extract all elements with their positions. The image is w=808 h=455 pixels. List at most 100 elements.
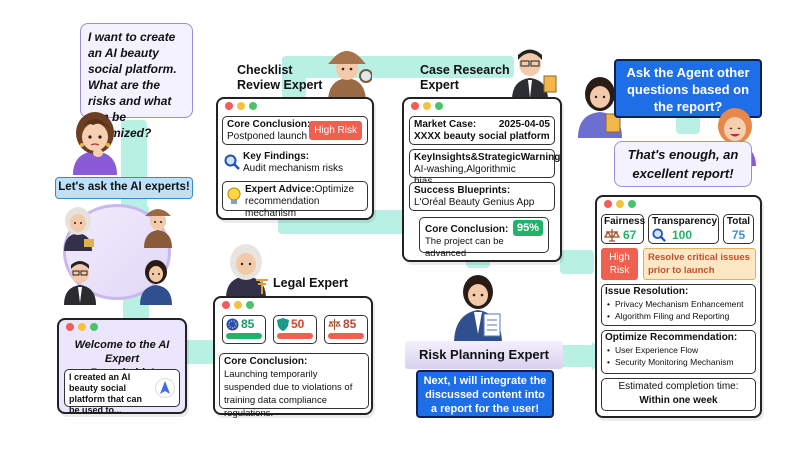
total-card: Total 75: [723, 214, 754, 244]
optimize-list: User Experience Flow Security Monitoring…: [605, 344, 752, 368]
window-controls: [597, 197, 760, 211]
optimize-box: Optimize Recommendation: User Experience…: [601, 330, 756, 374]
risk-planner-avatar: [454, 275, 502, 344]
detective-expert-avatar: [144, 209, 172, 248]
optimize-item: User Experience Flow: [605, 344, 752, 356]
high-risk-badge: High Risk: [309, 121, 362, 140]
issue-item: Algorithm Filing and Reporting: [605, 310, 752, 322]
issue-title: Issue Resolution:: [605, 286, 689, 297]
checklist-window: Core Conclusion: Postponed launch High R…: [216, 97, 374, 220]
score-bar-red: [328, 333, 364, 339]
window-controls: [215, 298, 371, 312]
window-controls: [404, 99, 560, 113]
eu-flag-icon: [226, 318, 239, 330]
woman-reading-avatar: [578, 77, 622, 138]
roundtable-message-box[interactable]: I created an AI beauty social platform t…: [64, 369, 180, 415]
score-bar-green: [226, 333, 262, 339]
checklist-advice-box: Expert Advice:Optimize recommendation me…: [222, 181, 368, 219]
legal-expert-title: Legal Expert: [273, 276, 349, 290]
window-controls: [59, 320, 185, 334]
case-insight-box: KeyInsights&StrategicWarning AI-washing,…: [409, 149, 561, 187]
researcher-avatar: [512, 49, 557, 100]
ask-agent-button[interactable]: Ask the Agent other questions based on t…: [614, 59, 762, 118]
transparency-card: Transparency 100: [648, 214, 719, 244]
transparency-label: Transparency: [652, 216, 718, 227]
fairness-value: 67: [623, 228, 637, 242]
magnifier-icon: [652, 228, 666, 242]
completion-label: Estimated completion time:: [618, 381, 739, 392]
case-success-box: Success Blueprints: L'Oréal Beauty Geniu…: [409, 182, 555, 211]
business-expert-avatar: [64, 261, 96, 305]
issue-list: Privacy Mechanism Enhancement Algorithm …: [605, 298, 752, 322]
legal-core-value: Launching temporarily suspended due to v…: [224, 369, 353, 419]
score-bar-red: [277, 333, 313, 339]
scales-icon: [328, 318, 341, 330]
case-window: Market Case: 2025-04-05 XXXX beauty socia…: [402, 97, 562, 262]
case-insight-value: AI-washing,Algorithmic bias……: [414, 164, 516, 187]
legal-score-card-2: 50: [273, 315, 317, 344]
legal-score-card-3: 85: [324, 315, 368, 344]
send-icon[interactable]: [155, 378, 175, 398]
fairness-label: Fairness: [604, 216, 646, 227]
user-question-bubble: I want to create an AI beauty social pla…: [80, 23, 193, 140]
legal-core-box: Core Conclusion: Launching temporarily s…: [219, 353, 369, 419]
scales-icon: [604, 229, 620, 242]
completion-value: Within one week: [639, 395, 718, 406]
case-market-date: 2025-04-05: [498, 119, 550, 130]
shield-icon: [277, 317, 289, 331]
judge-expert-avatar: [64, 207, 94, 251]
risk-expert-plate: Risk Planning Expert: [405, 341, 563, 369]
optimize-title: Optimize Recommendation:: [605, 332, 738, 343]
legal-score-3: 85: [343, 317, 357, 331]
legal-core-label: Core Conclusion:: [224, 356, 308, 367]
case-expert-title: Case Research Expert: [420, 63, 510, 92]
legal-window: 85 50 85 Core Conclusion: Launching temp…: [213, 296, 373, 419]
checklist-findings-value: Audit mechanism risks: [243, 163, 344, 174]
judge-avatar: [226, 244, 268, 298]
flow-path: [282, 56, 306, 98]
magnifier-icon: [224, 154, 240, 170]
case-market-box: Market Case: 2025-04-05 XXXX beauty socia…: [409, 116, 555, 145]
thinking-woman-avatar: [73, 112, 117, 175]
case-core-box: Core Conclusion: The project can be adva…: [419, 217, 549, 259]
optimize-item: Security Monitoring Mechanism: [605, 356, 752, 368]
checklist-core-value: Postponed launch: [227, 131, 308, 142]
issue-resolution-box: Issue Resolution: Privacy Mechanism Enha…: [601, 284, 756, 326]
legal-score-1: 85: [241, 317, 255, 331]
report-window: Fairness 67 Transparency 100 Total 75 Hi…: [595, 195, 762, 418]
report-high-risk-badge: High Risk: [601, 248, 638, 280]
checklist-core-label: Core Conclusion:: [227, 119, 311, 130]
woman-expert-avatar: [140, 260, 172, 305]
case-success-label: Success Blueprints:: [414, 185, 511, 196]
case-core-label: Core Conclusion:: [425, 224, 509, 235]
case-market-label: Market Case:: [414, 119, 477, 130]
flow-path: [558, 345, 594, 367]
roundtable-window: Welcome to the AI Expert Roundtable! I c…: [57, 318, 187, 415]
case-core-value: The project can be advanced: [425, 236, 504, 259]
ask-experts-label: Let's ask the AI experts!: [55, 177, 193, 199]
percent-badge: 95%: [512, 220, 543, 236]
total-value: 75: [731, 228, 746, 242]
integrate-report-message: Next, I will integrate the discussed con…: [416, 370, 554, 418]
roundtable-message: I created an AI beauty social platform t…: [69, 372, 143, 415]
checklist-advice-value-a: Optimize: [314, 184, 355, 195]
thanks-bubble: That's enough, an excellent report!: [614, 141, 752, 187]
total-label: Total: [726, 216, 751, 227]
checklist-core-box: Core Conclusion: Postponed launch High R…: [222, 116, 368, 145]
legal-score-2: 50: [291, 317, 305, 331]
detective-avatar: [328, 51, 372, 102]
flow-path: [560, 250, 594, 274]
case-insight-label: KeyInsights&StrategicWarning: [414, 152, 561, 163]
resolve-issues-badge: Resolve critical issues prior to launch: [643, 248, 756, 280]
checklist-advice-value-b: recommendation mechanism: [245, 196, 320, 219]
window-controls: [218, 99, 372, 113]
checklist-expert-title: Checklist Review Expert: [237, 63, 323, 92]
issue-item: Privacy Mechanism Enhancement: [605, 298, 752, 310]
case-success-value: L'Oréal Beauty Genius App: [414, 197, 535, 208]
case-market-value: XXXX beauty social platform: [414, 131, 550, 142]
completion-box: Estimated completion time: Within one we…: [601, 378, 756, 411]
checklist-findings-label: Key Findings:: [243, 151, 310, 162]
transparency-value: 100: [672, 228, 693, 242]
legal-score-card-1: 85: [222, 315, 266, 344]
fairness-card: Fairness 67: [601, 214, 646, 244]
